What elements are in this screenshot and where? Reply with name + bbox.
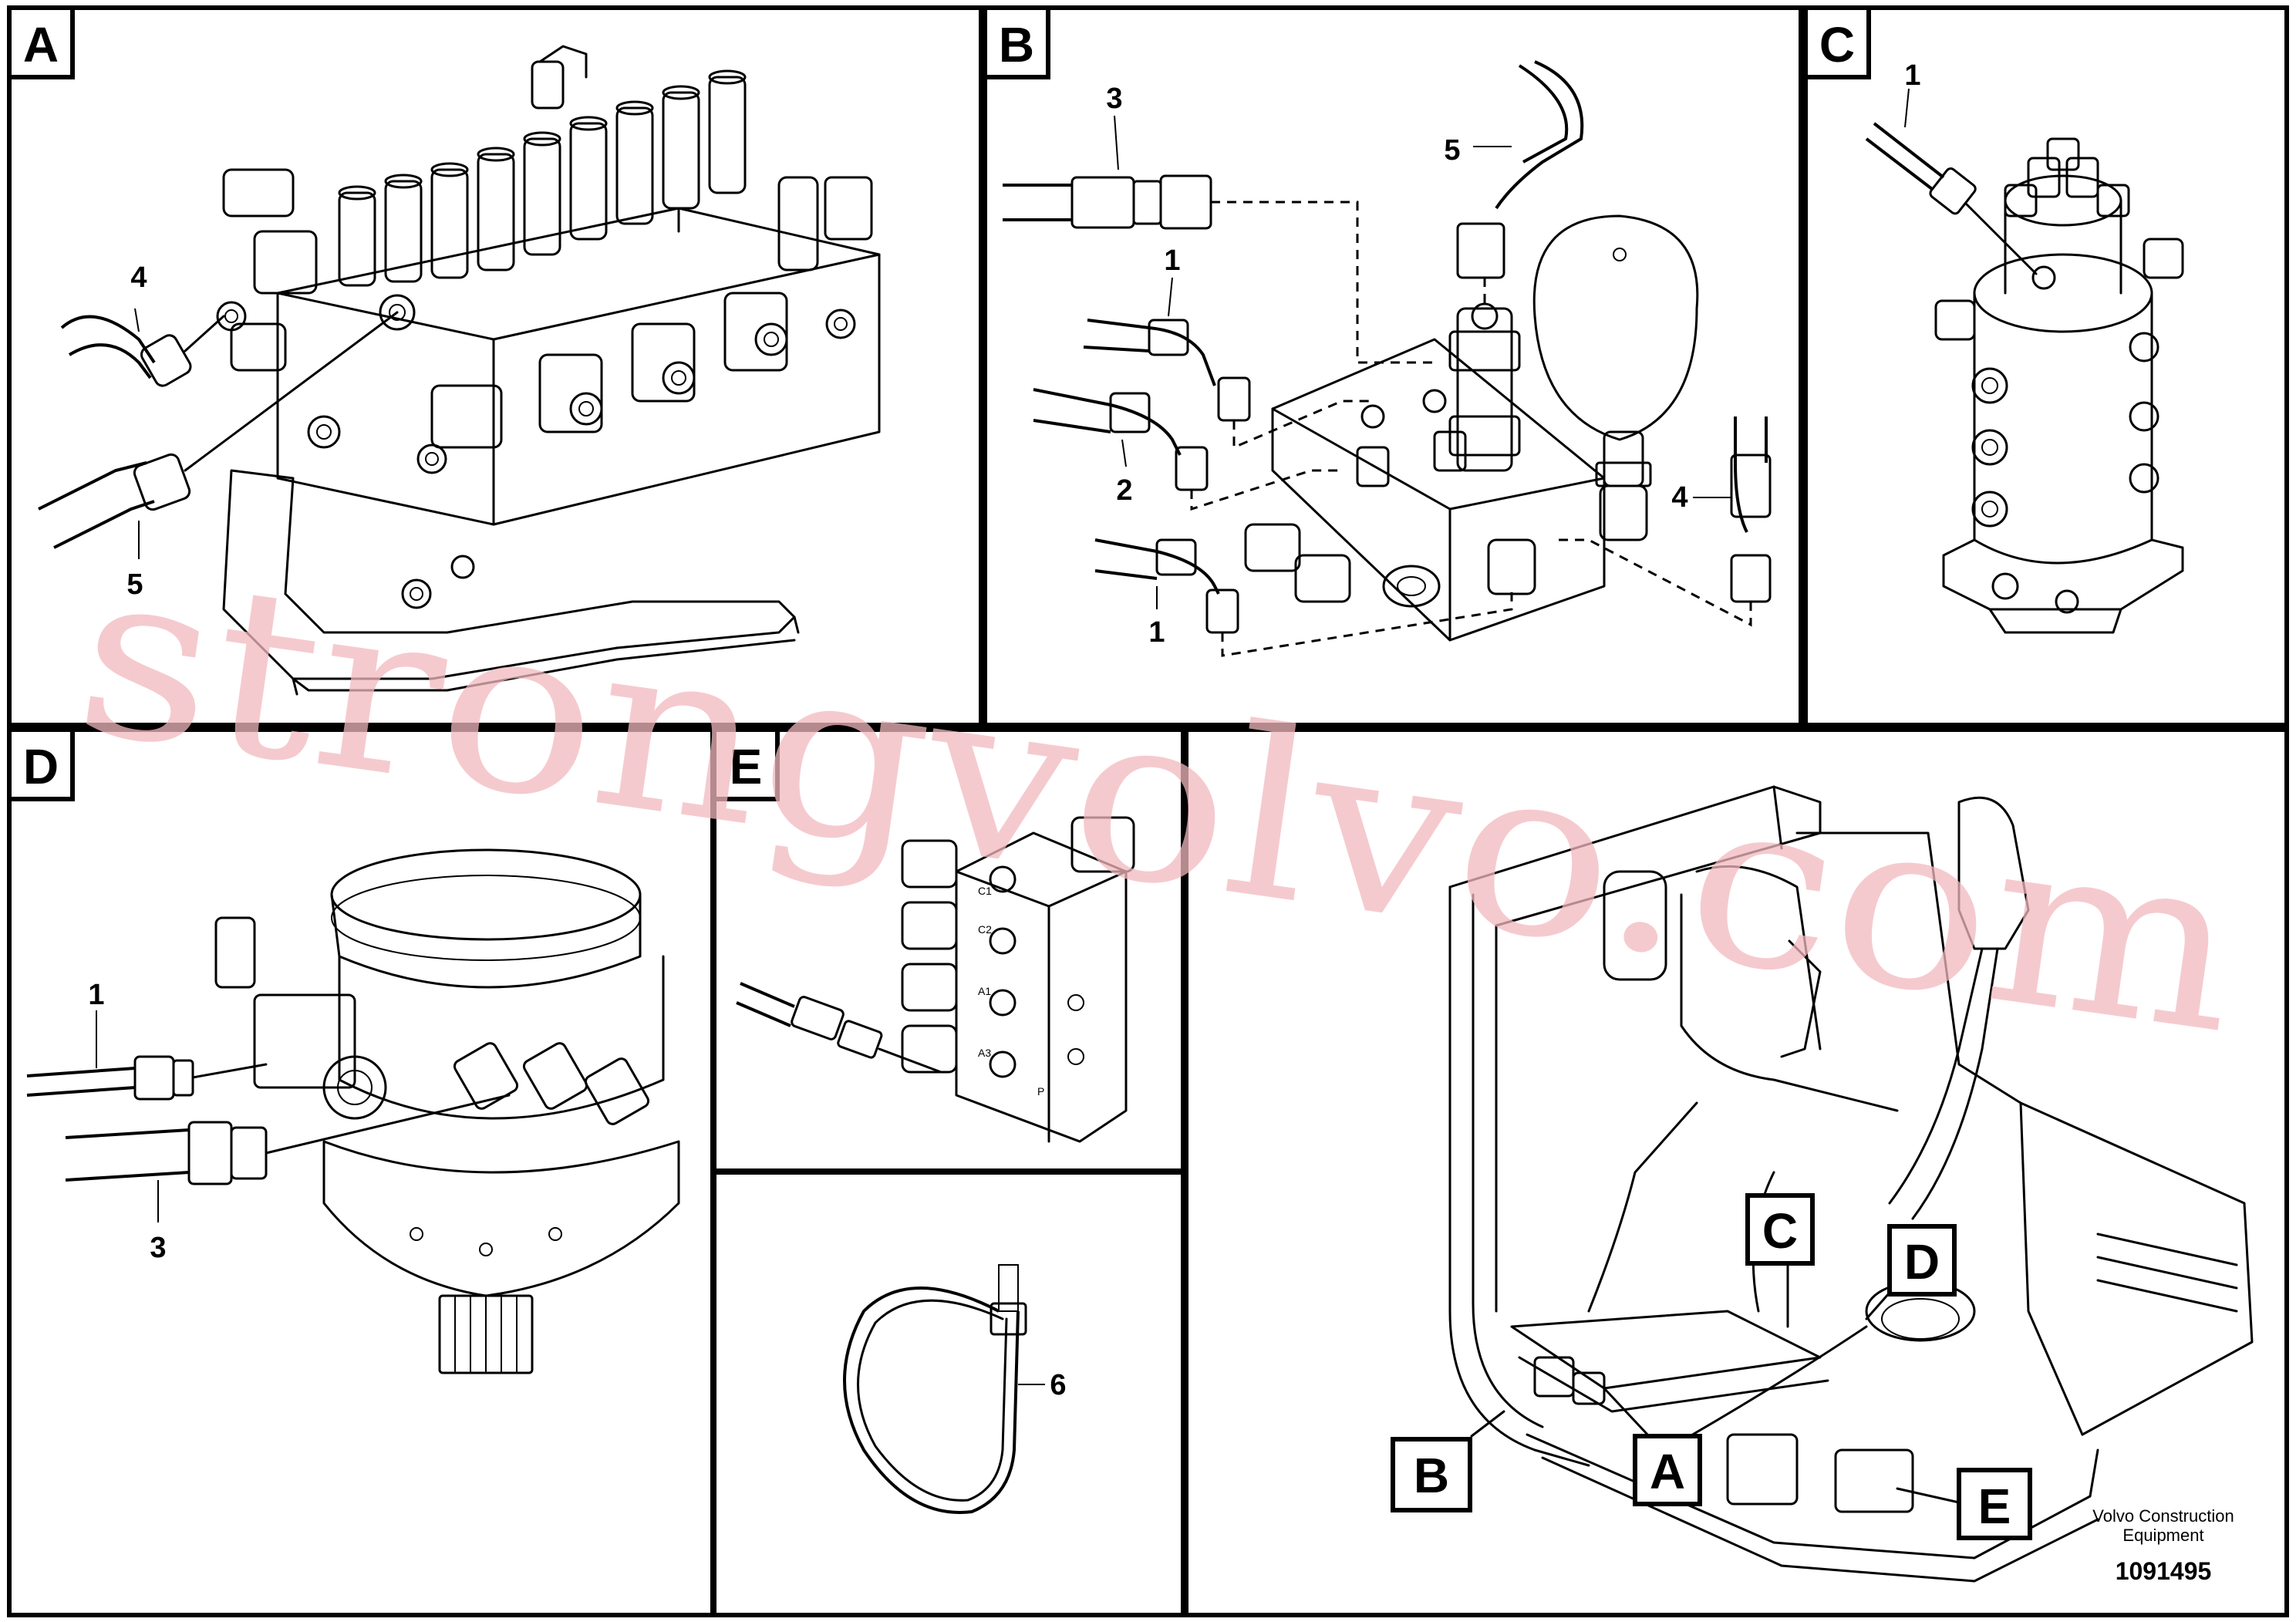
brand-line-1: Volvo Construction [2092, 1506, 2234, 1526]
block-label-c1: C1 [978, 885, 992, 897]
overview-tag-c-label: C [1762, 1203, 1798, 1259]
panel-b-callout-1-upper: 1 [1164, 244, 1180, 277]
valve-spools [338, 45, 873, 287]
overview-tag-d: D [1887, 1224, 1957, 1297]
valve-ports [216, 294, 856, 609]
panel-a-valve-drawing: 4 5 [38, 45, 881, 696]
panel-a-callout-4: 4 [130, 261, 147, 294]
panel-f-callout-6: 6 [1050, 1369, 1066, 1401]
block-label-a1: A1 [978, 985, 991, 997]
branding-block: Volvo Construction Equipment 1091495 [2092, 1506, 2234, 1585]
panel-overview-frame [1184, 727, 2289, 1617]
block-label-c2: C2 [978, 923, 992, 936]
panel-f-frame [712, 1170, 1185, 1617]
panel-c-drawing: 1 [1865, 59, 2184, 634]
overview-tag-b: B [1391, 1437, 1472, 1512]
panel-a-tag: A [7, 5, 75, 79]
panel-b-callout-2: 2 [1116, 474, 1132, 507]
hose-4-a [60, 315, 225, 387]
panel-d-callout-1: 1 [88, 979, 104, 1011]
panel-d-drawing: 1 3 [26, 848, 680, 1374]
panel-a-frame [7, 5, 983, 727]
drawing-number: 1091495 [2116, 1557, 2212, 1585]
block-label-p: P [1037, 1085, 1044, 1098]
overview-tag-c: C [1745, 1193, 1815, 1266]
panel-c-tag-label: C [1819, 17, 1855, 73]
panel-e-drawing: C1 C2 A1 A3 P [736, 816, 1135, 1143]
panel-a-tag-label: A [23, 17, 59, 73]
watermark: strongvolvo.com [63, 516, 2254, 1085]
panel-a-callout-5: 5 [126, 568, 143, 601]
overview-tag-e: E [1957, 1468, 2032, 1540]
overview-tag-e-label: E [1978, 1479, 2011, 1534]
cable-tie-drawing: 6 [843, 1264, 1067, 1514]
panel-c-frame [1803, 5, 2289, 727]
panel-c-tag: C [1803, 5, 1871, 79]
brand-line-2: Equipment [2122, 1526, 2203, 1545]
panel-b-callout-3: 3 [1106, 83, 1122, 115]
overview-drawing [1448, 785, 2254, 1583]
panel-d-frame [7, 727, 715, 1617]
accumulator [1532, 214, 1699, 487]
overview-tag-a-label: A [1650, 1444, 1685, 1499]
panel-b-callout-1-lower: 1 [1148, 616, 1165, 649]
panel-d-callout-3: 3 [150, 1232, 166, 1264]
block-label-a3: A3 [978, 1047, 991, 1059]
panel-b-tag: B [983, 5, 1050, 79]
panel-b-frame [983, 5, 1803, 727]
hose-5-a [38, 311, 399, 549]
panel-c-callout-1: 1 [1904, 59, 1920, 92]
panel-e-tag: E [712, 727, 780, 801]
panel-b-callout-5: 5 [1444, 134, 1460, 167]
panel-b-drawing: 3 5 1 2 4 1 [1003, 60, 1772, 657]
panel-d-tag-label: D [23, 739, 59, 794]
panel-b-callout-4: 4 [1671, 481, 1687, 514]
overview-tag-a: A [1633, 1434, 1702, 1506]
overview-tag-b-label: B [1414, 1448, 1449, 1503]
panel-b-tag-label: B [999, 17, 1034, 73]
panel-d-tag: D [7, 727, 75, 801]
overview-tag-d-label: D [1904, 1234, 1940, 1290]
panel-e-tag-label: E [730, 739, 763, 794]
